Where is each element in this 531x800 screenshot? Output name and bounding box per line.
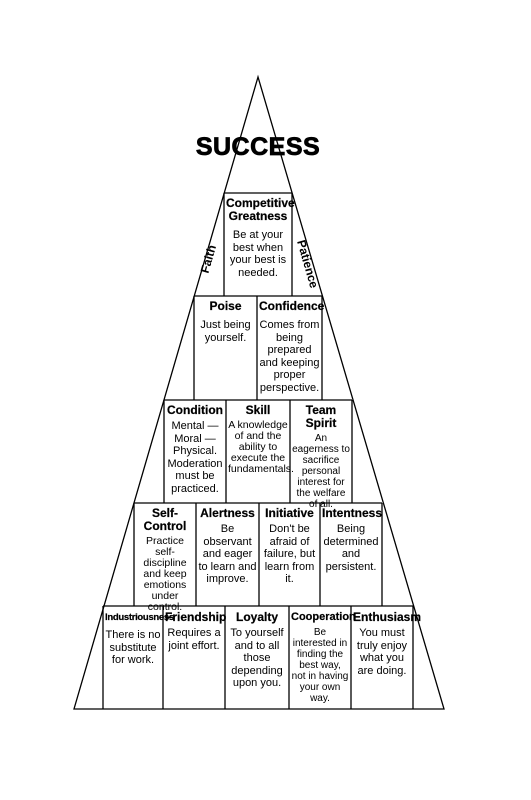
block-text: Don't be afraid of failure, but learn fr… xyxy=(263,523,316,585)
block-title: Loyalty xyxy=(235,610,278,624)
block-title: Cooperation xyxy=(291,611,356,623)
block-self-control: Self-Control Practice self-discipline an… xyxy=(134,506,196,613)
pyramid-title: SUCCESS xyxy=(195,133,321,162)
block-text: An eagerness to sacrifice personal inter… xyxy=(292,433,350,510)
block-title: Intentness xyxy=(322,506,383,520)
block-alertness: Alertness Be observant and eager to lear… xyxy=(196,506,259,586)
block-text: You must truly enjoy what you are doing. xyxy=(356,627,408,677)
block-title: Friendship xyxy=(165,610,227,624)
block-text: Mental — Moral — Physical. Moderation mu… xyxy=(167,420,223,495)
block-text: Practice self-discipline and keep emotio… xyxy=(143,535,187,613)
block-text: Comes from being prepared and keeping pr… xyxy=(259,319,320,394)
block-skill: Skill A knowledge of and the ability to … xyxy=(226,403,294,475)
block-title: Self-Control xyxy=(143,506,187,533)
block-title: Industriousness xyxy=(105,612,174,623)
block-text: Being determined and persistent. xyxy=(323,523,379,573)
block-intentness: Intentness Being determined and persiste… xyxy=(320,506,383,573)
block-title: Competitive Greatness xyxy=(226,196,295,223)
block-title: Initiative xyxy=(265,506,314,520)
block-text: Requires a joint effort. xyxy=(167,627,221,652)
block-title: Alertness xyxy=(200,506,255,520)
block-condition: Condition Mental — Moral — Physical. Mod… xyxy=(164,403,226,495)
block-confidence: Confidence Comes from being prepared and… xyxy=(257,299,325,394)
block-text: Be interested in finding the best way, n… xyxy=(291,627,349,704)
block-title: Enthusiasm xyxy=(353,610,422,624)
block-cooperation: Cooperation Be interested in finding the… xyxy=(289,611,356,704)
block-team-spirit: Team Spirit An eagerness to sacrifice pe… xyxy=(290,403,352,510)
block-industriousness: Industriousness There is no substitute f… xyxy=(103,611,174,667)
block-text: Be at your best when your best is needed… xyxy=(229,229,287,279)
block-text: Be observant and eager to learn and impr… xyxy=(198,523,257,585)
block-text: There is no substitute for work. xyxy=(105,629,161,666)
block-initiative: Initiative Don't be afraid of failure, b… xyxy=(259,506,320,586)
pyramid-outline xyxy=(73,74,445,710)
block-title: Skill xyxy=(245,403,271,417)
block-text: To yourself and to all those depending u… xyxy=(230,627,284,689)
block-enthusiasm: Enthusiasm You must truly enjoy what you… xyxy=(351,610,422,677)
block-friendship: Friendship Requires a joint effort. xyxy=(163,610,227,652)
block-title: Team Spirit xyxy=(305,403,337,430)
block-loyalty: Loyalty To yourself and to all those dep… xyxy=(225,610,289,690)
block-text: A knowledge of and the ability to execut… xyxy=(228,419,294,475)
block-title: Confidence xyxy=(259,299,325,313)
block-competitive-greatness: Competitive Greatness Be at your best wh… xyxy=(224,196,295,279)
block-text: Just being yourself. xyxy=(200,319,251,344)
block-poise: Poise Just being yourself. xyxy=(194,299,257,344)
block-title: Poise xyxy=(209,299,242,313)
block-title: Condition xyxy=(167,403,223,417)
